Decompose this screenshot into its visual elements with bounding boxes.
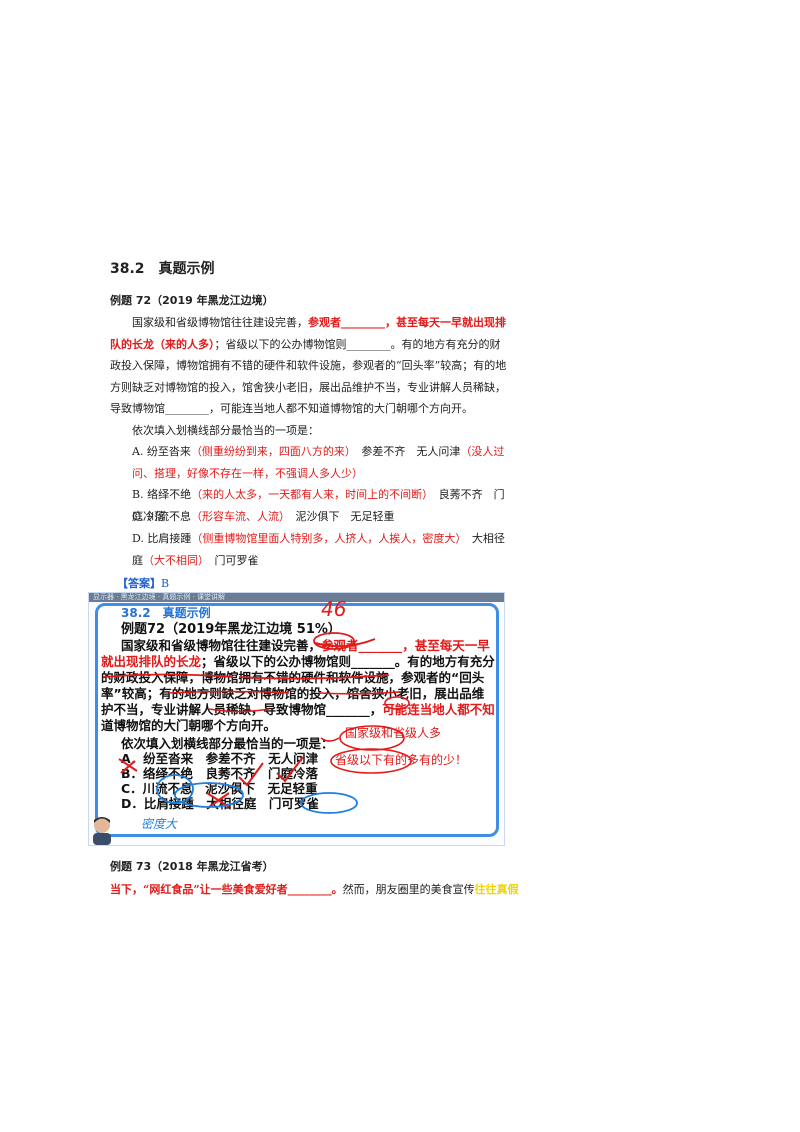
red-stroke xyxy=(208,708,270,713)
slide-line: 依次填入划横线部分最恰当的一项是： xyxy=(121,736,334,751)
passage-yellow-highlight: 往往真假 xyxy=(474,883,519,896)
passage-paragraph: 国家级和省级博物馆往往建设完善，参观者________，甚至每天一早就出现排队的… xyxy=(110,312,508,420)
slide-line: 道博物馆的大门朝哪个方向开。 xyxy=(101,718,277,733)
slide-section: 38.2 真题示例 xyxy=(121,606,211,620)
option-label: B. 络绎不绝 xyxy=(132,488,192,501)
slide-option-b: B．络绎不绝 良莠不齐 门庭冷落 xyxy=(121,766,319,781)
slide-highlight: 就出现排队的长龙 xyxy=(101,654,202,669)
option-rest: 参差不齐 无人问津 xyxy=(350,445,461,458)
red-stroke xyxy=(314,638,376,648)
red-circle xyxy=(339,725,405,751)
slide-text: 国家级和省级博物馆往往建设完善， xyxy=(121,638,322,653)
slide-line: 国家级和省级博物馆往往建设完善，参观者_______，甚至每天一早 xyxy=(121,635,490,654)
example-73-heading: 例题 73（2018 年黑龙江省考） xyxy=(110,860,274,873)
slide-highlight: 参观者_______，甚至每天一早 xyxy=(321,638,490,653)
slide-line: 的财政投入保障，博物馆拥有不错的硬件和软件设施，参观者的“回头 xyxy=(101,670,485,685)
question-stem: 依次填入划横线部分最恰当的一项是： xyxy=(132,423,319,437)
option-b: B. 络绎不绝（来的人太多，一天都有人来，时间上的不间断） 良莠不齐 门庭冷落 xyxy=(132,484,512,527)
slide-text: 护不当，专业讲解人员稀缺，导致博物馆_______， xyxy=(101,702,383,717)
answer-label: 【答案】 xyxy=(117,577,161,590)
passage-text: ；省级以下的公办博物馆则________。有的地方有充分的财政投入保障，博物馆拥… xyxy=(110,337,507,416)
red-stroke xyxy=(102,673,390,680)
annotation-strokes xyxy=(102,632,412,814)
option-label: A. 纷至沓来 xyxy=(132,445,191,458)
passage-text: 国家级和省级博物馆往往建设完善， xyxy=(132,316,308,329)
passage-highlight: 参观者________，甚至每天一早就出现排队的长龙（来的人多） xyxy=(110,316,506,351)
slide-option-a: A．纷至沓来 参差不齐 无人问津 xyxy=(121,751,319,766)
red-cross xyxy=(118,758,138,774)
option-note: （形容车流、人流） xyxy=(191,510,285,523)
red-check xyxy=(276,756,304,783)
handwritten-note-2: 省级以下有的多有的少！ xyxy=(335,753,468,767)
option-note: （侧重博物馆里面人特别多，人挤人，人挨人，密度大） xyxy=(191,532,461,545)
option-rest: 大相径庭 xyxy=(132,532,505,567)
slide-option-c: C．川流不息 泥沙俱下 无足轻重 xyxy=(121,781,318,796)
option-rest: 泥沙俱下 无足轻重 xyxy=(284,510,395,523)
topbar-text: 显示器 · 黑龙江边境 · 真题示例 · 课堂讲解 xyxy=(93,593,226,601)
option-note: （没人过问、搭理，好像不存在一样，不强调人多人少） xyxy=(132,445,505,480)
slide-option-d: D．比肩接踵 大相径庭 门可罗雀 xyxy=(121,796,319,811)
passage-text: 然而，朋友圈里的美食宣传 xyxy=(342,883,475,896)
screenshot-topbar: 显示器 · 黑龙江边境 · 真题示例 · 课堂讲解 xyxy=(89,593,504,602)
presenter-avatar xyxy=(93,817,111,845)
lecture-screenshot: 显示器 · 黑龙江边境 · 真题示例 · 课堂讲解 38.2 真题示例 例题72… xyxy=(88,592,505,846)
slide-highlight: 可能连当地人都不知 xyxy=(382,702,495,717)
option-d: D. 比肩接踵（侧重博物馆里面人特别多，人挤人，人挨人，密度大） 大相径庭（大不… xyxy=(132,528,512,571)
passage-highlight: 当下，“网红食品”让一些美食爱好者________。 xyxy=(110,883,343,896)
handwritten-note-1: 国家级和省级人多 xyxy=(345,726,442,740)
slide-text: ；省级以下的公办博物馆则_______。有的地方有充分 xyxy=(201,654,495,669)
example-72-passage: 国家级和省级博物馆往往建设完善，参观者________，甚至每天一早就出现排队的… xyxy=(110,312,508,441)
option-note: （侧重纷纷到来，四面八方的来） xyxy=(190,445,351,458)
handwritten-blue-note: 密度大 xyxy=(141,817,178,831)
example-73-passage: 当下，“网红食品”让一些美食爱好者________。然而，朋友圈里的美食宣传往往… xyxy=(110,879,530,901)
red-circle xyxy=(384,696,410,710)
option-label: D. 比肩接踵 xyxy=(132,532,192,545)
option-c: C. 川流不息（形容车流、人流） 泥沙俱下 无足轻重 xyxy=(132,506,512,528)
slide-line: 护不当，专业讲解人员稀缺，导致博物馆_______，可能连当地人都不知 xyxy=(101,699,495,718)
red-check xyxy=(238,762,264,787)
red-stroke xyxy=(320,737,340,742)
blue-circle xyxy=(300,792,358,814)
blue-circle xyxy=(156,774,194,804)
slide-title: 例题72（2019年黑龙江边境 51%） xyxy=(121,622,341,637)
slide-line: 率”较高；有的地方则缺乏对博物馆的投入，馆舍狭小老旧，展出品维 xyxy=(101,686,485,701)
option-rest: 门可罗雀 xyxy=(203,553,259,567)
option-note: （大不相同） xyxy=(143,553,204,567)
option-rest: 良莠不齐 门庭冷落 xyxy=(132,488,505,523)
section-title: 38.2 真题示例 xyxy=(110,261,215,277)
red-stroke xyxy=(168,690,400,695)
red-circle xyxy=(330,748,412,774)
slide-line: 就出现排队的长龙；省级以下的公办博物馆则_______。有的地方有充分 xyxy=(101,651,495,670)
option-a: A. 纷至沓来（侧重纷纷到来，四面八方的来） 参差不齐 无人问津（没人过问、搭理… xyxy=(132,441,512,484)
handwritten-46: 46 xyxy=(321,597,347,621)
option-note: （来的人太多，一天都有人来，时间上的不间断） xyxy=(191,488,428,501)
red-circle xyxy=(313,632,355,650)
option-label: C. 川流不息 xyxy=(132,510,192,523)
answer-line: 【答案】B xyxy=(117,575,169,591)
answer-value: B xyxy=(161,577,170,590)
example-72-heading: 例题 72（2019 年黑龙江边境） xyxy=(110,294,274,307)
blue-circle xyxy=(174,782,244,808)
